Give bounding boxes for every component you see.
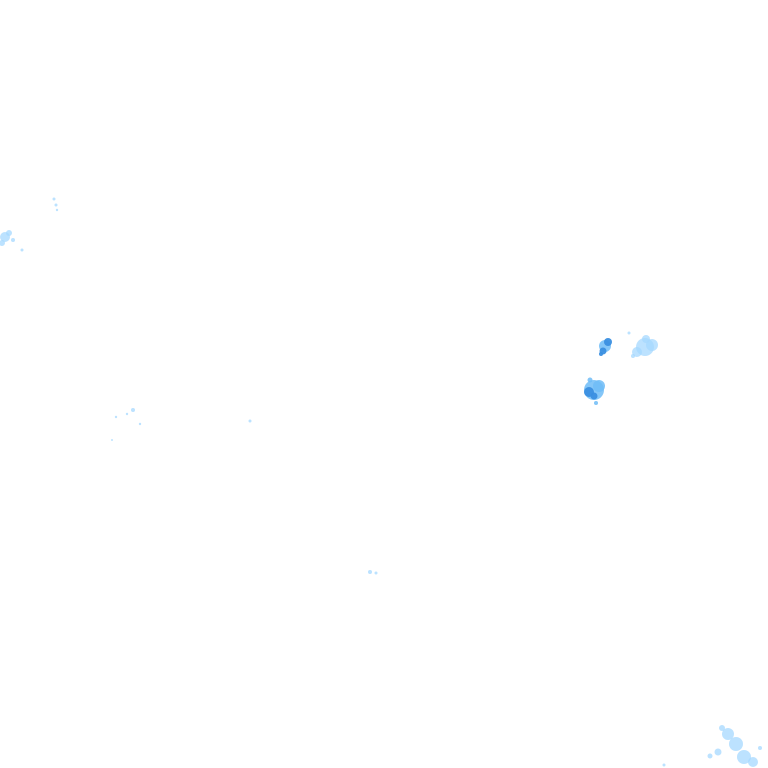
radar-echo-center-south [368,570,378,575]
radar-echo-southeast-corner [662,725,762,767]
radar-echo-west-edge [0,230,24,252]
radar-echo-cell-east-2 [627,331,658,358]
radar-echo-cell-east-3 [584,377,605,405]
radar-echo-cell-east-1 [599,338,612,356]
radar-echo-west-scatter [111,408,252,441]
radar-echo-northwest-speck [52,197,59,212]
